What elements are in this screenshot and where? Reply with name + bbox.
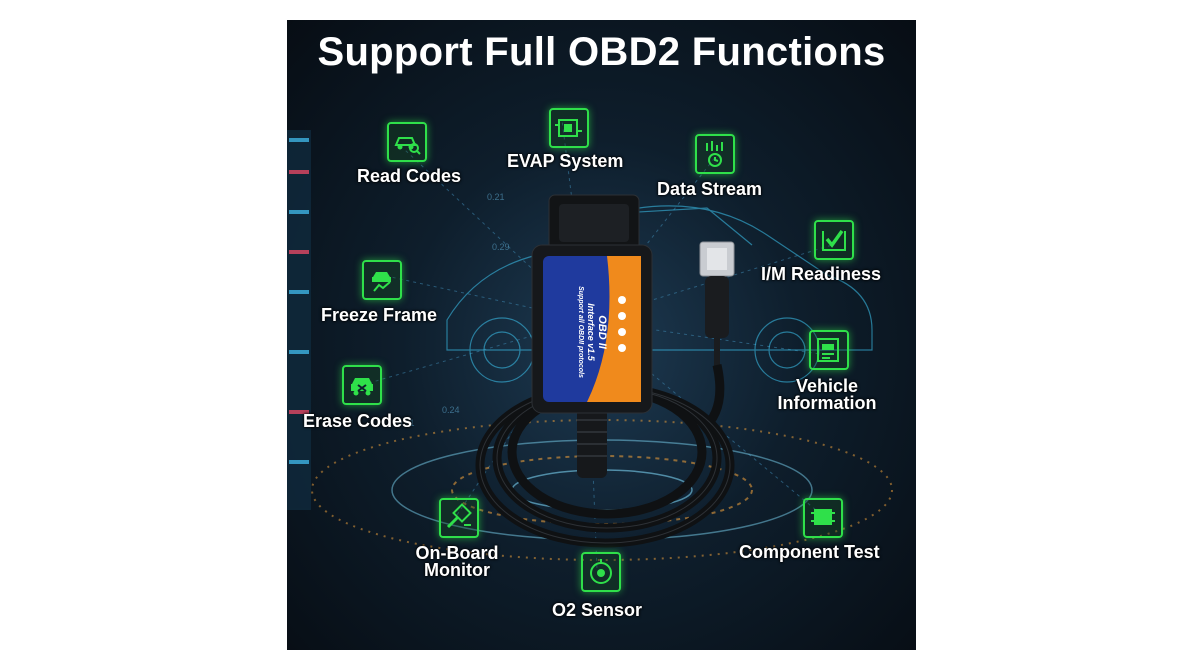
obd-connector xyxy=(548,194,640,251)
evap-system-icon xyxy=(549,108,589,148)
feature-vehicle-information: Vehicle Information xyxy=(767,376,887,413)
feature-im-readiness: I/M Readiness xyxy=(761,264,882,284)
headline: Support Full OBD2 Functions xyxy=(317,30,886,74)
feature-vehicle-information-line1: Vehicle xyxy=(795,376,859,396)
obd-device-body xyxy=(531,244,653,414)
on-board-monitor-icon xyxy=(439,498,479,538)
device-label-line3: Support all OBDII protocols xyxy=(577,286,584,378)
background-graphic xyxy=(287,119,893,571)
feature-data-stream: Data Stream xyxy=(657,179,763,199)
vehicle-information-icon xyxy=(809,330,849,370)
freeze-frame-icon xyxy=(362,260,402,300)
device-label-line2: Interface v1.5 xyxy=(586,303,596,361)
im-readiness-icon xyxy=(814,220,854,260)
feature-on-board-monitor-line1: On-Board xyxy=(415,543,499,563)
faint-reading: 0.24 xyxy=(442,405,460,415)
feature-erase-codes: Erase Codes xyxy=(303,411,413,431)
data-stream-icon xyxy=(695,134,735,174)
feature-on-board-monitor: On-Board Monitor xyxy=(402,543,512,580)
feature-evap-system: EVAP System xyxy=(507,151,624,171)
feature-freeze-frame: Freeze Frame xyxy=(321,305,438,325)
feature-read-codes: Read Codes xyxy=(357,166,462,186)
faint-reading: 0.29 xyxy=(492,242,510,252)
feature-vehicle-information-line2: Information xyxy=(777,393,877,413)
feature-on-board-monitor-line2: Monitor xyxy=(424,560,490,580)
faint-reading: 0.21 xyxy=(487,192,505,202)
erase-codes-icon xyxy=(342,365,382,405)
o2-sensor-icon xyxy=(581,552,621,592)
feature-component-test: Component Test xyxy=(739,542,880,562)
usb-plug xyxy=(699,241,735,368)
product-image-panel: OBD II Interface v1.5 Support all OBDII … xyxy=(287,20,916,650)
read-codes-icon xyxy=(387,122,427,162)
component-test-icon xyxy=(803,498,843,538)
feature-o2-sensor: O2 Sensor xyxy=(552,600,643,620)
device-label-line1: OBD II xyxy=(596,315,608,349)
faint-reading: 0.21 xyxy=(397,418,415,428)
device-label: OBD II Interface v1.5 Support all OBDII … xyxy=(568,266,608,398)
